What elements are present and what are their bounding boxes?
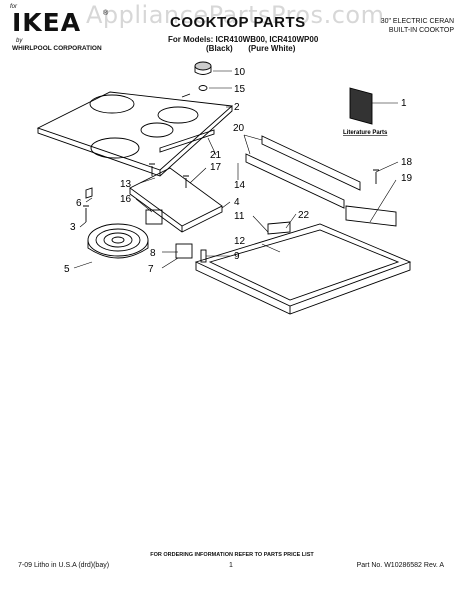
- screw-13: [149, 163, 155, 176]
- variant-white: (Pure White): [248, 44, 296, 53]
- radiant-element: [87, 223, 149, 259]
- literature-parts-label: Literature Parts: [343, 130, 388, 136]
- callout-10: 10: [234, 67, 246, 78]
- model-variants: (Black) (Pure White): [206, 44, 295, 53]
- callout-1: 1: [401, 98, 407, 109]
- part-number: Part No. W10286582 Rev. A: [356, 562, 444, 569]
- callout-5: 5: [64, 264, 70, 275]
- callout-21: 21: [210, 150, 222, 161]
- burner-bracket: [129, 167, 223, 233]
- callout-13: 13: [120, 179, 132, 190]
- callout-19: 19: [401, 173, 413, 184]
- callout-11: 11: [234, 211, 245, 222]
- callout-9: 9: [234, 251, 240, 262]
- callout-16: 16: [120, 194, 132, 205]
- knob-part: [194, 61, 212, 91]
- watermark: AppliancePartsPros.com: [86, 1, 385, 29]
- screw-18: [373, 169, 379, 184]
- variant-black: (Black): [206, 44, 233, 53]
- callout-7: 7: [148, 264, 154, 275]
- brand-corporation: WHIRLPOOL CORPORATION: [12, 45, 102, 52]
- product-description: 30" ELECTRIC CERAN BUILT-IN COOKTOP: [381, 17, 454, 35]
- callout-3: 3: [70, 222, 76, 233]
- screw-3: [83, 205, 89, 222]
- callout-22: 22: [298, 210, 310, 221]
- callout-15: 15: [234, 84, 246, 95]
- callout-2: 2: [234, 102, 240, 113]
- callout-4: 4: [234, 197, 240, 208]
- callout-numbers: 1 2 3 4 5 6 7 8 9 10 11 12 13 14 15 16 1…: [64, 67, 413, 275]
- ordering-notice: FOR ORDERING INFORMATION REFER TO PARTS …: [150, 552, 314, 558]
- litho-info: 7-09 Litho in U.S.A (drd)(bay): [18, 562, 110, 569]
- bottom-tray: [194, 223, 412, 315]
- side-rails: [245, 135, 361, 209]
- page-number: 1: [229, 562, 233, 569]
- ikea-logo: IKEA: [12, 8, 82, 37]
- screw-17: [183, 175, 189, 188]
- clamp-bracket: [345, 205, 397, 227]
- glass-cooktop: [36, 91, 234, 177]
- callout-18: 18: [401, 157, 413, 168]
- callout-6: 6: [76, 198, 82, 209]
- page-title: COOKTOP PARTS: [170, 14, 306, 31]
- trim-strip: [159, 129, 215, 153]
- literature-booklet: [349, 87, 373, 125]
- callout-17: 17: [210, 162, 222, 173]
- infinite-switch: [145, 209, 163, 225]
- callout-12: 12: [234, 236, 246, 247]
- callout-8: 8: [150, 248, 156, 259]
- callout-20: 20: [233, 123, 245, 134]
- infinite-switch-lower: [175, 243, 193, 259]
- brand-by: by: [16, 38, 23, 44]
- clip-6: [85, 187, 93, 199]
- callout-14: 14: [234, 180, 246, 191]
- product-line-1: 30" ELECTRIC CERAN: [380, 18, 454, 25]
- registered-mark: ®: [103, 10, 109, 17]
- product-line-2: BUILT-IN COOKTOP: [388, 27, 454, 34]
- brand-for: for: [10, 4, 18, 10]
- clip-22: [267, 221, 291, 235]
- model-numbers: For Models: ICR410WB00, ICR410WP00: [168, 35, 319, 44]
